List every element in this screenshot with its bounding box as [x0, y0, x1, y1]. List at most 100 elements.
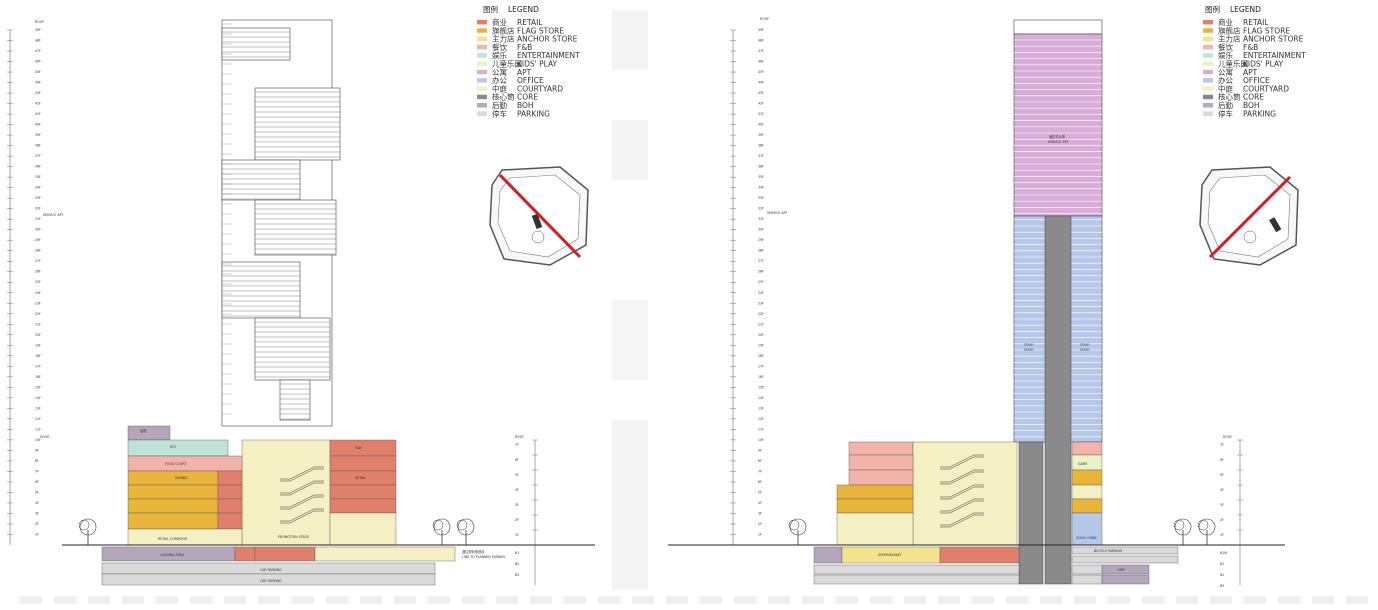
floor-label: 24F	[758, 291, 764, 295]
r-mep-b2-label: MEP	[1118, 568, 1125, 572]
floor-label: 18F	[758, 354, 764, 358]
floor-label: 10F	[758, 438, 764, 442]
facade-panel	[221, 159, 301, 201]
legend-swatch	[477, 20, 487, 25]
floor-label: 49F	[35, 28, 41, 32]
r-suning-east-2	[1071, 498, 1103, 514]
legend-label-cn: 办公	[1218, 75, 1234, 85]
legend-label-cn: 商业	[1218, 17, 1234, 27]
floor-label: 41F	[758, 112, 764, 116]
right-core-podium	[1018, 441, 1044, 585]
basement-label: B3	[1220, 584, 1224, 588]
floor-label: 44F	[758, 81, 764, 85]
retail-2f	[217, 512, 243, 530]
r-parking-b3-east	[1071, 574, 1103, 585]
tree-canopy	[788, 519, 800, 531]
retail-5f	[217, 470, 243, 486]
floor-label: 3F	[35, 511, 39, 515]
left-section: 49F48F47F46F45F44F43F42F41F40F39F38F37F3…	[7, 19, 595, 586]
floor-label: 35F	[35, 175, 41, 179]
legend-label-en: ANCHOR STORE	[1243, 35, 1304, 44]
footer-block	[598, 596, 620, 604]
left-tower	[221, 19, 341, 427]
car-parking-b3	[101, 573, 436, 586]
floor-label: 1F	[1220, 533, 1224, 537]
floor-label: 2F	[758, 522, 762, 526]
escalator	[280, 466, 324, 480]
legend-swatch	[1203, 94, 1213, 100]
left-podium: 后勤 KTV F&B FOOD COURT SUNING RETAIL	[127, 425, 397, 546]
floor-label: 37F	[35, 154, 41, 158]
tree-canopy	[79, 518, 97, 536]
right-roof-label: ROOF	[760, 17, 769, 21]
floor-label: 45F	[35, 70, 41, 74]
floor-label: 4F	[758, 501, 762, 505]
footer-block	[360, 596, 382, 604]
legend-swatch	[1203, 61, 1213, 66]
basement-label: B2	[515, 562, 519, 566]
legend-label-cn: 停车	[492, 108, 507, 118]
soho-label-right-en: SOHO	[1080, 348, 1090, 352]
floor-label: 4F	[1220, 488, 1224, 492]
footer-block	[258, 596, 280, 604]
key-plan-right	[1199, 166, 1299, 266]
footer-block	[54, 596, 76, 604]
tree-canopy	[1197, 519, 1209, 531]
floor-label: 49F	[758, 28, 764, 32]
left-trees	[78, 518, 475, 545]
left-escalators	[280, 466, 324, 524]
r-fnb-4f	[848, 469, 914, 486]
escalator	[280, 508, 324, 522]
legend-label-en: RETAIL	[517, 18, 543, 27]
footer-block	[224, 596, 246, 604]
key-plan-atrium	[531, 230, 545, 244]
legend-label-en: APT	[1243, 68, 1258, 77]
floor-label: 16F	[758, 375, 764, 379]
floor-label: 21F	[758, 322, 764, 326]
footer-block	[768, 596, 790, 604]
floor-label: 19F	[35, 343, 41, 347]
courtyard-block	[241, 439, 331, 546]
floor-label: 1F	[35, 532, 39, 536]
r-retail-east	[1071, 484, 1103, 500]
right-apt-zone	[1013, 33, 1103, 217]
retail-4f	[217, 484, 243, 500]
r-parking-b2	[813, 564, 1020, 575]
legend-label-cn: 儿童乐园	[492, 59, 522, 69]
left-service-apt-label: SERVICE APT	[43, 213, 64, 217]
tree-canopy	[433, 518, 451, 536]
footer-block	[904, 596, 926, 604]
floor-label: 8F	[35, 459, 39, 463]
tree-canopy	[78, 519, 90, 531]
floor-label: 29F	[35, 238, 41, 242]
escalator	[940, 469, 984, 483]
tree-canopy	[1173, 519, 1185, 531]
tree-canopy	[457, 518, 475, 536]
floor-label: 33F	[35, 196, 41, 200]
suning-label: SUNING	[175, 476, 188, 480]
footer-block	[734, 596, 756, 604]
legend-label-cn: 核心筒	[492, 92, 515, 102]
tree-canopy	[1198, 518, 1216, 536]
floor-label: 7F	[758, 469, 762, 473]
floor-label: 25F	[35, 280, 41, 284]
legend-swatch	[1203, 103, 1213, 108]
r-fnb-east	[1071, 441, 1103, 456]
legend-swatch	[1203, 36, 1213, 42]
escalator	[280, 510, 324, 524]
legend-swatch	[1203, 86, 1213, 91]
floor-label: 41F	[35, 112, 41, 116]
floor-label: 13F	[758, 406, 764, 410]
floor-label: 6F	[1220, 458, 1224, 462]
floor-label: 9F	[35, 448, 39, 452]
floor-label: 39F	[758, 133, 764, 137]
mep-room-label: 后勤	[140, 428, 147, 433]
legend-label-cn: 停车	[1218, 108, 1234, 118]
floor-label: 42F	[758, 102, 764, 106]
floor-label: 22F	[758, 312, 764, 316]
fnb-block	[329, 439, 397, 457]
floor-label: 31F	[35, 217, 41, 221]
retail-3f	[217, 498, 243, 514]
floor-label: 2F	[35, 522, 39, 526]
